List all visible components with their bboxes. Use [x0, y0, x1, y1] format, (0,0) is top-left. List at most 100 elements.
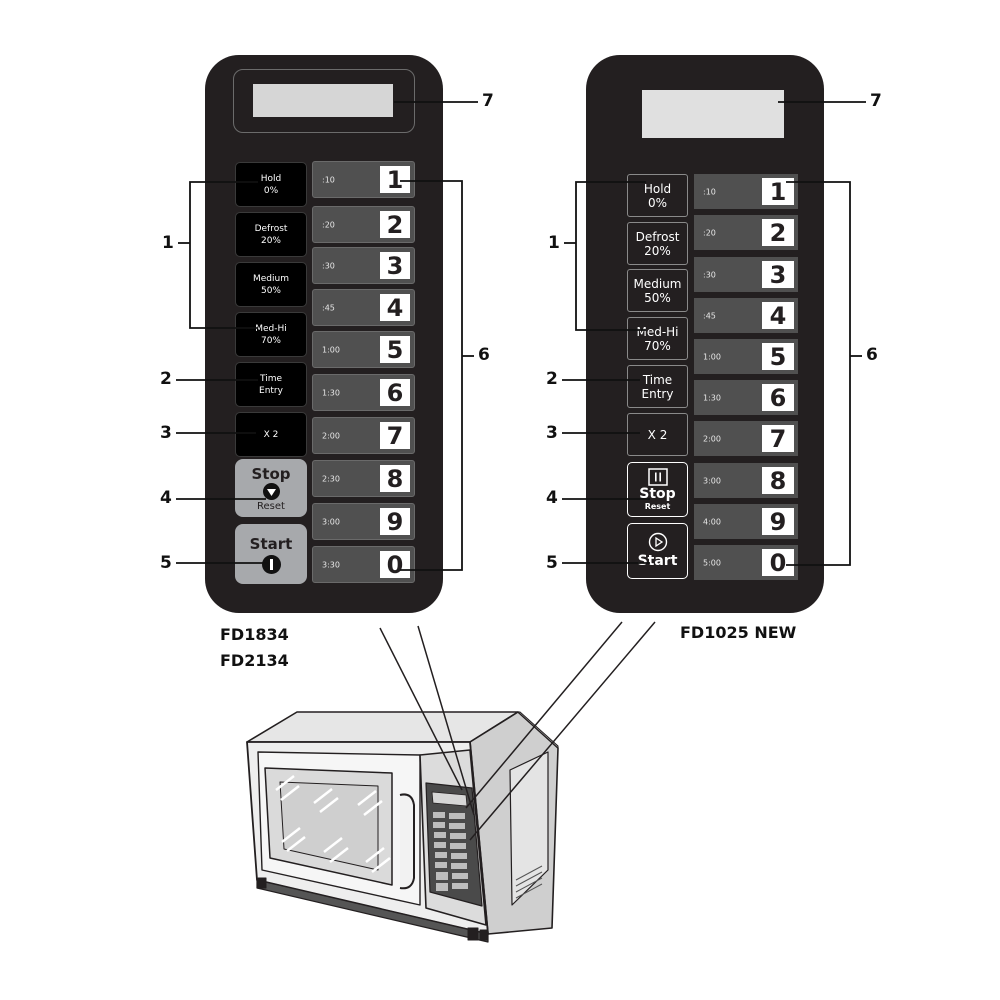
start-button[interactable]: Start [235, 524, 307, 584]
microwave-oven-illustration [246, 711, 559, 943]
keypad-key-5[interactable]: 1:00 5 [312, 331, 415, 368]
key-digit: 0 [762, 549, 794, 577]
model-label-fd1025-new: FD1025 NEW [680, 623, 797, 642]
time-entry-button[interactable]: Time Entry [627, 365, 688, 408]
button-label: Hold [260, 173, 282, 184]
key-digit: 8 [762, 467, 794, 495]
key-time-label: 1:30 [703, 393, 721, 402]
pause-icon [647, 468, 668, 486]
keypad-key-8[interactable]: 3:00 8 [694, 463, 798, 498]
callout-1: 1 [162, 233, 174, 253]
start-label: Start [249, 535, 293, 553]
callout-3: 3 [160, 423, 172, 443]
keypad-key-1[interactable]: :10 1 [694, 174, 798, 209]
key-time-label: :45 [703, 311, 716, 320]
callout-4: 4 [546, 488, 558, 508]
button-sublabel: 0% [647, 195, 668, 210]
start-button[interactable]: Start [627, 523, 688, 579]
stop-label: Stop [639, 486, 676, 502]
keypad-key-6[interactable]: 1:30 6 [694, 380, 798, 415]
x2-button[interactable]: X 2 [627, 413, 688, 456]
button-sublabel: 20% [644, 243, 671, 258]
play-icon [648, 532, 668, 552]
key-time-label: :30 [322, 261, 335, 270]
med-hi-button[interactable]: Med-Hi 70% [235, 312, 307, 357]
keypad-key-3[interactable]: :30 3 [694, 257, 798, 292]
med-hi-button[interactable]: Med-Hi 70% [627, 317, 688, 360]
button-label: Time [259, 373, 283, 384]
keypad-key-8[interactable]: 2:30 8 [312, 460, 415, 497]
button-label: X 2 [263, 429, 279, 440]
key-time-label: :30 [703, 270, 716, 279]
key-digit: 1 [380, 166, 410, 194]
key-time-label: :20 [703, 228, 716, 237]
button-label: Defrost [254, 223, 288, 234]
key-digit: 2 [380, 211, 410, 239]
callout-7: 7 [870, 91, 882, 111]
button-label: Medium [253, 273, 289, 284]
x2-button[interactable]: X 2 [235, 412, 307, 457]
button-label: Time [642, 372, 673, 387]
key-digit: 4 [762, 302, 794, 330]
button-sublabel: 0% [263, 185, 279, 196]
key-time-label: 2:00 [703, 434, 721, 443]
hold-button[interactable]: Hold 0% [235, 162, 307, 207]
stop-reset-button[interactable]: Stop Reset [235, 459, 307, 517]
bracket-power-levels [575, 181, 646, 331]
medium-button[interactable]: Medium 50% [235, 262, 307, 307]
keypad-key-2[interactable]: :20 2 [694, 215, 798, 250]
bracket-keypad [400, 180, 463, 571]
key-digit: 5 [762, 343, 794, 371]
stop-reset-button[interactable]: Stop Reset [627, 462, 688, 517]
keypad-key-5[interactable]: 1:00 5 [694, 339, 798, 374]
display-bezel [233, 69, 415, 133]
projection-lines [379, 621, 656, 841]
reset-label: Reset [644, 502, 671, 511]
start-label: Start [637, 553, 678, 569]
keypad-key-2[interactable]: :20 2 [312, 206, 415, 243]
key-time-label: 2:00 [322, 431, 340, 440]
keypad-key-0[interactable]: 3:30 0 [312, 546, 415, 583]
button-label: Defrost [635, 229, 680, 244]
keypad-key-4[interactable]: :45 4 [312, 289, 415, 326]
key-time-label: 1:00 [703, 352, 721, 361]
model-label-fd1834: FD1834 [220, 625, 289, 644]
bracket-power-levels [189, 181, 258, 329]
keypad-key-6[interactable]: 1:30 6 [312, 374, 415, 411]
button-label: X 2 [647, 427, 668, 442]
keypad-key-3[interactable]: :30 3 [312, 247, 415, 284]
time-entry-button[interactable]: Time Entry [235, 362, 307, 407]
keypad-key-4[interactable]: :45 4 [694, 298, 798, 333]
keypad-key-9[interactable]: 4:00 9 [694, 504, 798, 539]
button-sublabel: Entry [259, 385, 283, 396]
model-label-fd2134: FD2134 [220, 651, 289, 670]
defrost-button[interactable]: Defrost 20% [235, 212, 307, 257]
keypad-key-9[interactable]: 3:00 9 [312, 503, 415, 540]
defrost-button[interactable]: Defrost 20% [627, 222, 688, 265]
keypad-key-7[interactable]: 2:00 7 [312, 417, 415, 454]
keypad-key-0[interactable]: 5:00 0 [694, 545, 798, 580]
button-sublabel: 70% [644, 338, 671, 353]
key-digit: 2 [762, 219, 794, 247]
callout-6: 6 [478, 345, 490, 365]
tiny-keypad [433, 812, 468, 891]
key-digit: 9 [762, 508, 794, 536]
key-digit: 5 [380, 336, 410, 364]
callout-7: 7 [482, 91, 494, 111]
button-label: Medium [633, 276, 682, 291]
reset-label: Reset [257, 501, 285, 512]
callout-2: 2 [160, 369, 172, 389]
key-time-label: 5:00 [703, 558, 721, 567]
callout-1: 1 [548, 233, 560, 253]
button-sublabel: 50% [260, 285, 281, 296]
callout-5: 5 [546, 553, 558, 573]
keypad-key-1[interactable]: :10 1 [312, 161, 415, 198]
key-time-label: :20 [322, 220, 335, 229]
key-digit: 4 [380, 294, 410, 322]
leader-lines-panel-a [176, 101, 478, 571]
key-time-label: 3:00 [322, 517, 340, 526]
key-digit: 6 [762, 384, 794, 412]
medium-button[interactable]: Medium 50% [627, 269, 688, 312]
keypad-key-7[interactable]: 2:00 7 [694, 421, 798, 456]
